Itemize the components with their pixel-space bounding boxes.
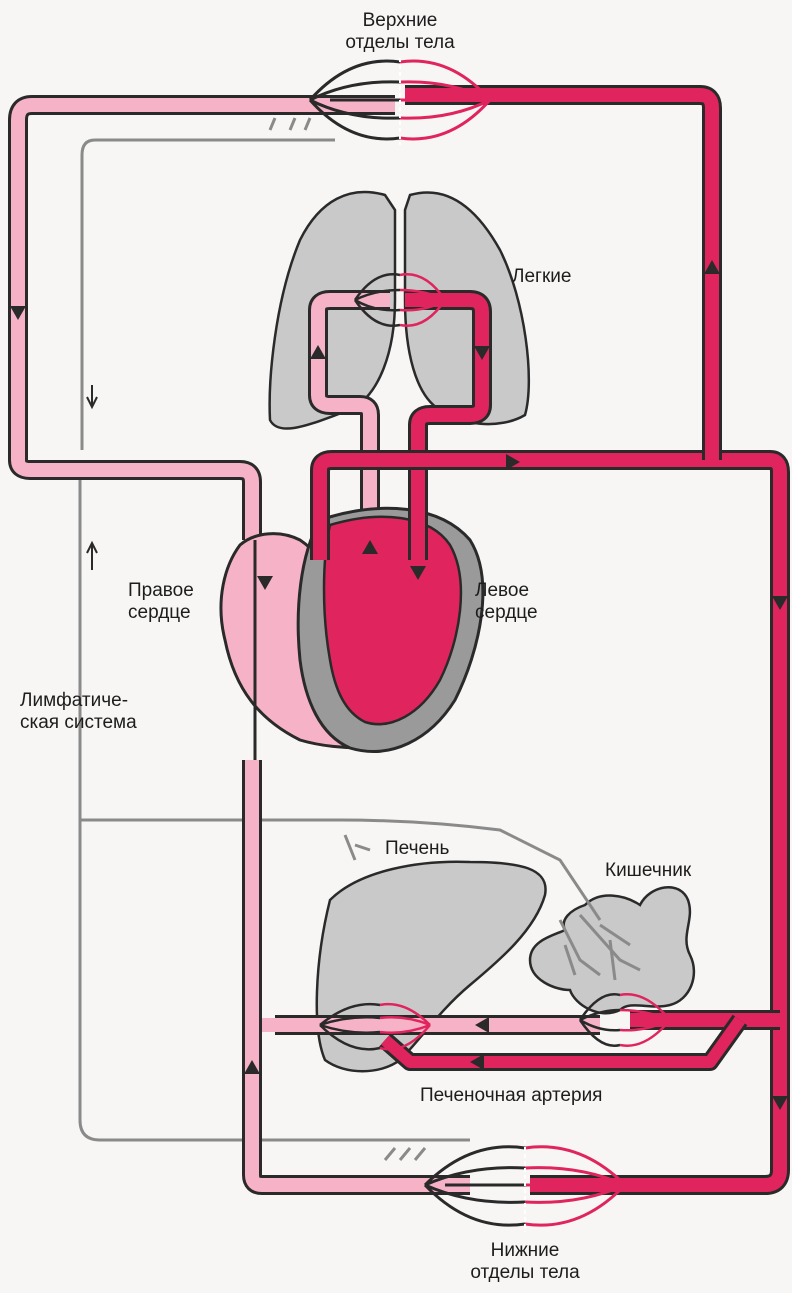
right-heart-label-line2: сердце: [128, 602, 194, 624]
lower-body-label-line2: отделы тела: [450, 1262, 600, 1284]
capillary-upper-body: [310, 58, 490, 145]
upper-body-label: Верхние отделы тела: [325, 10, 475, 54]
lymphatic-system-label-line1: Лимфатиче-: [20, 690, 137, 712]
right-heart-label-line1: Правое: [128, 580, 194, 602]
right-heart-label: Правое сердце: [128, 580, 194, 624]
hepatic-artery-label: Печеночная артерия: [420, 1085, 602, 1107]
intestine-label: Кишечник: [605, 860, 691, 882]
upper-body-label-line2: отделы тела: [325, 32, 475, 54]
lymphatic-system-label: Лимфатиче- ская система: [20, 690, 137, 734]
liver-label: Печень: [385, 838, 449, 860]
liver: [317, 862, 546, 1071]
capillary-lower-body: [425, 1140, 625, 1232]
lower-body-label: Нижние отделы тела: [450, 1240, 600, 1284]
lymphatic-system-label-line2: ская система: [20, 712, 137, 734]
lower-body-label-line1: Нижние: [450, 1240, 600, 1262]
left-heart-label: Левое сердце: [475, 580, 538, 624]
left-heart-label-line2: сердце: [475, 602, 538, 624]
lungs-label: Легкие: [512, 266, 571, 288]
left-lung: [270, 192, 395, 429]
left-heart-label-line1: Левое: [475, 580, 538, 602]
upper-body-label-line1: Верхние: [325, 10, 475, 32]
